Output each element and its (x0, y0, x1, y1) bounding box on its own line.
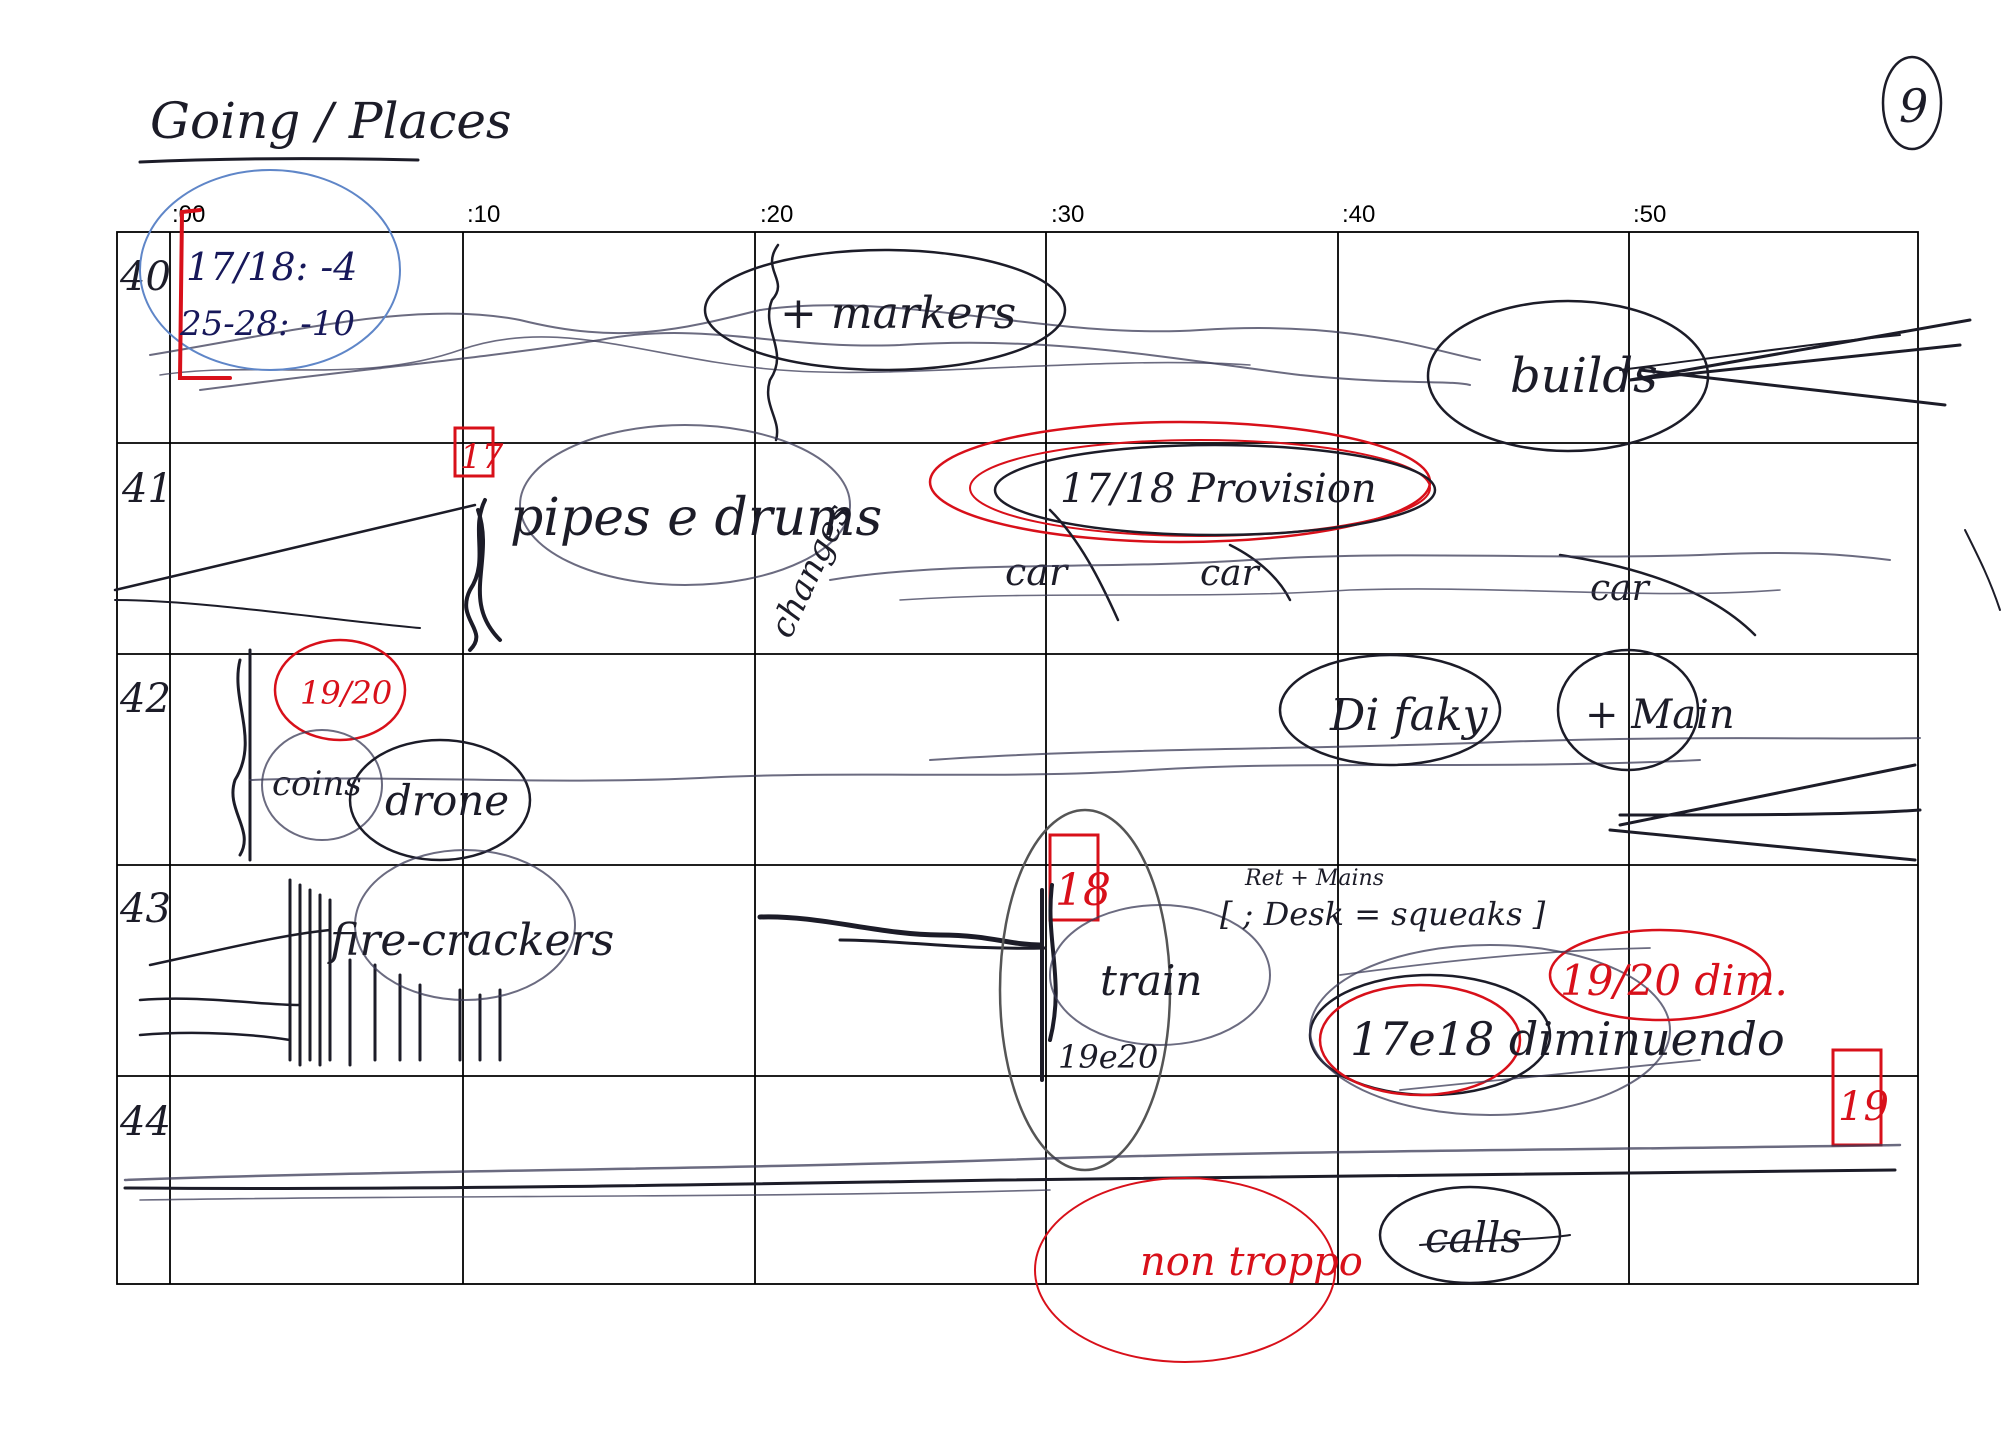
note-calls: calls (1425, 1213, 1522, 1262)
cue-box-18 (1048, 833, 1100, 922)
row-label-44: 44 (119, 1099, 171, 1145)
note-25-28-minus10: 25-28: -10 (179, 304, 355, 344)
cue-box-17 (453, 426, 495, 478)
row-label-43: 43 (119, 886, 171, 932)
note-car-3: car (1590, 568, 1651, 609)
note-non-troppo: non troppo (1140, 1239, 1363, 1285)
heading-underline (138, 157, 420, 164)
page-number: 9 (1899, 79, 1928, 133)
markers-circle (703, 248, 1067, 372)
page-heading: Going / Places (150, 92, 512, 150)
row-label-42: 42 (119, 676, 171, 722)
note-markers: + markers (780, 288, 1016, 339)
blue-circle-40 (139, 169, 401, 371)
provision-circle (993, 443, 1437, 537)
note-ret-mains: Ret + Mains (1244, 866, 1384, 891)
note-difaky: Di faky (1329, 690, 1489, 741)
note-car-1: car (1005, 550, 1070, 594)
row-labels: 40 41 42 43 44 (119, 254, 173, 1145)
note-drone: drone (385, 776, 509, 825)
col-label-00: :00 (172, 201, 205, 228)
drone-circle (348, 738, 532, 862)
col-label-20: :20 (760, 201, 793, 228)
time-grid (116, 231, 1919, 1285)
note-train: train (1100, 956, 1202, 1005)
builds-circle (1426, 299, 1710, 453)
train-grey-ring (998, 808, 1172, 1172)
difaky-circle (1278, 653, 1502, 767)
red-circle-1920 (273, 638, 407, 742)
main-circle (1556, 648, 1700, 772)
row-40-marks: 17/18: -4 25-28: -10 + markers builds (139, 169, 1972, 453)
col-label-30: :30 (1051, 201, 1084, 228)
note-coins: coins (272, 764, 362, 804)
note-pipes-drums: pipes e drums (510, 488, 882, 548)
note-19e20: 19e20 (1058, 1038, 1158, 1076)
row-label-41: 41 (121, 466, 173, 512)
row-44-marks: 19 non troppo calls (123, 1048, 1902, 1363)
row-43-marks: fire-crackers 18 train 19e20 Ret + Mains… (138, 808, 1788, 1172)
note-firecrackers: fire-crackers (327, 915, 614, 966)
col-label-40: :40 (1342, 201, 1375, 228)
note-provision: 17/18 Provision (1060, 466, 1377, 512)
non-troppo-ring (1034, 1177, 1336, 1363)
note-main: + Main (1585, 692, 1735, 738)
note-17e18-diminuendo: 17e18 diminuendo (1350, 1012, 1785, 1066)
note-builds: builds (1510, 348, 1658, 404)
cue-17: 17 (460, 437, 504, 477)
column-labels: :00 :10 :20 :30 :40 :50 (172, 201, 1666, 228)
row-41-marks: 17 pipes e drums changes 17/18 Provision… (113, 420, 2001, 652)
cue-18: 18 (1055, 865, 1111, 916)
note-19-20: 19/20 (300, 674, 392, 712)
note-desk-squeaks: [ ; Desk = squeaks ] (1220, 895, 1546, 933)
page-number-circle (1881, 55, 1943, 151)
red-dim-ring (1318, 983, 1522, 1097)
col-label-50: :50 (1633, 201, 1666, 228)
note-19-20-dim: 19/20 dim. (1560, 956, 1788, 1005)
note-17-18-minus4: 17/18: -4 (186, 245, 357, 289)
cue-19: 19 (1838, 1084, 1889, 1130)
calls-circle (1378, 1185, 1562, 1285)
row-label-40: 40 (119, 254, 171, 300)
col-label-10: :10 (467, 201, 500, 228)
row-42-marks: 19/20 coins drone Di faky + Main (231, 638, 1922, 862)
